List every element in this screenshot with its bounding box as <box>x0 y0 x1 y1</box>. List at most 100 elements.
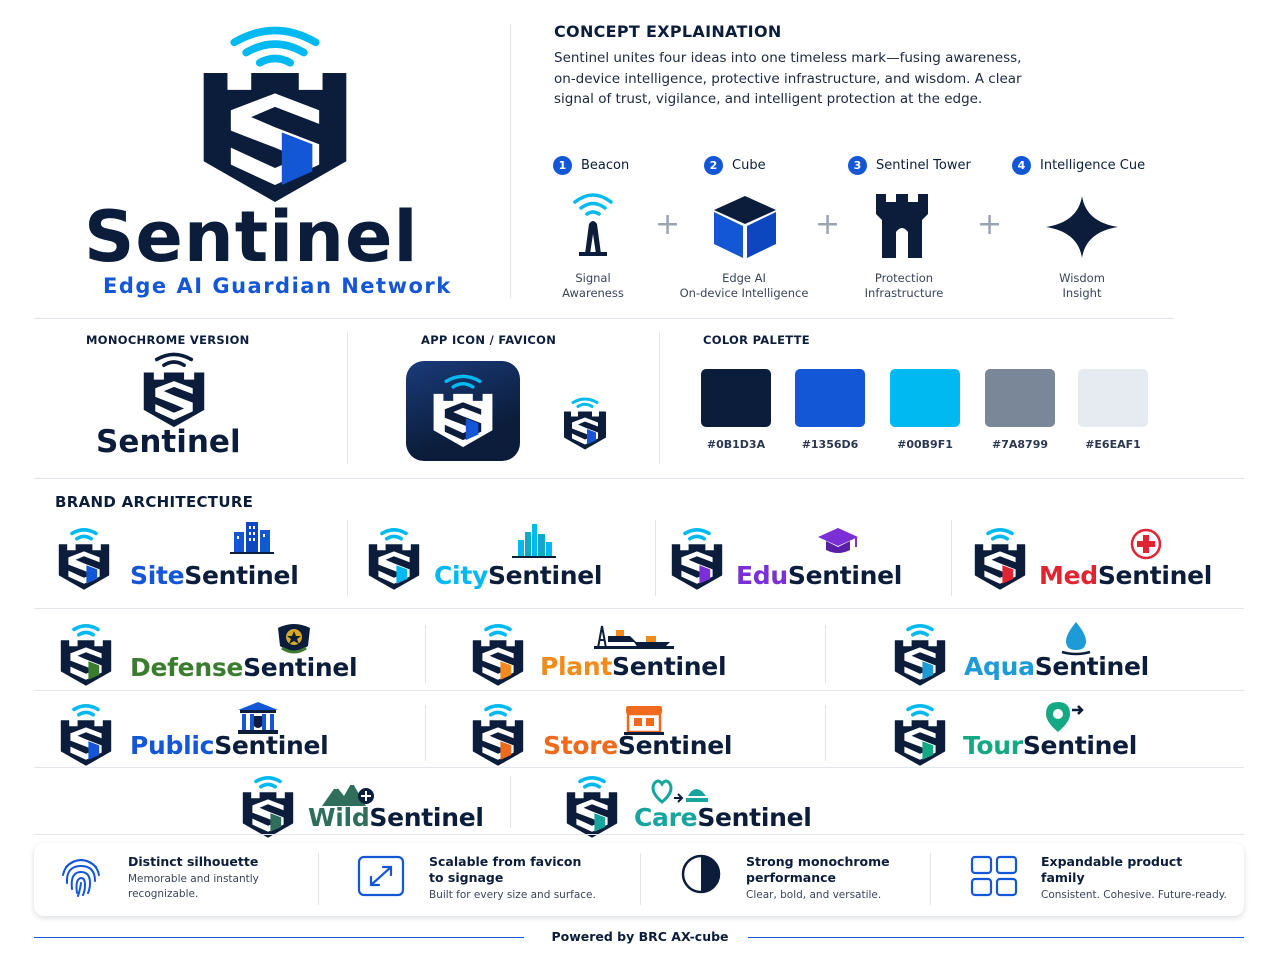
feature-divider <box>930 853 931 905</box>
footer-powered-by: Powered by BRC AX-cube <box>551 929 729 944</box>
favicon-logo-mark <box>564 397 606 450</box>
brand-name: EduSentinel <box>736 561 902 590</box>
medical-cross-icon <box>1130 528 1162 560</box>
app-icon-logo-mark <box>433 374 493 448</box>
brand-logo-mark <box>472 624 524 686</box>
brand-logo-mark <box>894 624 946 686</box>
mountain-icon <box>322 782 374 806</box>
brand-logo-mark <box>60 624 112 686</box>
feature-subtitle-line: Memorable and instantly <box>128 873 259 885</box>
brand-prefix: Med <box>1039 561 1098 590</box>
brand-name: SiteSentinel <box>130 561 299 590</box>
cube-icon <box>714 196 776 258</box>
brand-prefix: Aqua <box>964 652 1035 681</box>
section-divider <box>34 478 1244 479</box>
app-icon-label: APP ICON / FAVICON <box>421 333 557 347</box>
feature-title-line: Distinct silhouette <box>128 854 259 869</box>
brand-name: AquaSentinel <box>964 652 1149 681</box>
plus-sign: + <box>977 207 1003 242</box>
section-divider <box>34 318 1174 319</box>
sentinel-logo-mark <box>203 26 347 202</box>
hero-tagline: Edge AI Guardian Network <box>103 274 452 298</box>
hex-label: #1356D6 <box>801 438 859 451</box>
hex-label: #0B1D3A <box>706 438 766 451</box>
brand-logo-mark <box>566 776 618 838</box>
section-divider <box>659 332 660 464</box>
brand-logo-mark <box>242 776 294 838</box>
step-beacon: 1 Beacon <box>553 156 629 175</box>
concept-body: Sentinel unites four ideas into one time… <box>554 50 1022 107</box>
col-divider <box>825 625 826 683</box>
monochrome-logo-mark <box>143 352 205 428</box>
military-badge-icon <box>278 624 310 654</box>
contrast-icon <box>681 854 721 894</box>
monochrome-wordmark: Sentinel <box>96 424 241 460</box>
row-divider <box>34 608 1244 609</box>
brand-prefix: Care <box>634 803 698 832</box>
feature-title-line: performance <box>746 870 837 885</box>
government-building-icon <box>238 702 278 734</box>
brand-name: WildSentinel <box>308 803 484 832</box>
brand-name: StoreSentinel <box>543 731 732 760</box>
four-point-star-icon <box>1046 196 1118 258</box>
feature-divider <box>640 853 641 905</box>
concept-title: CONCEPT EXPLAINATION <box>554 22 782 41</box>
hex-label: #E6EAF1 <box>1085 438 1141 451</box>
app-icon <box>406 361 520 461</box>
brand-suffix: Sentinel <box>787 561 903 590</box>
monochrome-label: MONOCHROME VERSION <box>86 333 250 347</box>
step-number: 4 <box>1012 156 1031 175</box>
brand-logo-mark <box>60 704 112 766</box>
brand-logo-mark <box>671 528 723 590</box>
feature-title: Distinct silhouette <box>128 854 258 870</box>
step-label: Intelligence Cue <box>1040 158 1146 173</box>
brand-logo-mark <box>58 528 110 590</box>
caption-line: Insight <box>1062 286 1102 300</box>
col-divider <box>951 520 952 596</box>
brand-prefix: City <box>434 561 488 590</box>
col-divider <box>347 520 348 596</box>
caption-line: Wisdom <box>1059 271 1105 285</box>
caption-line: Protection <box>874 271 934 285</box>
swatch-light <box>1078 369 1148 427</box>
brand-name: CareSentinel <box>634 803 812 832</box>
palette-label: COLOR PALETTE <box>703 333 810 347</box>
brand-name: PlantSentinel <box>540 652 727 681</box>
plant-ship-icon <box>594 625 674 649</box>
feature-subtitle-line: recognizable. <box>128 888 199 900</box>
grid-icon <box>970 855 1018 897</box>
brand-name: TourSentinel <box>963 731 1137 760</box>
brand-suffix: Sentinel <box>617 731 733 760</box>
water-drop-icon <box>1061 622 1091 656</box>
step-number: 1 <box>553 156 572 175</box>
row-divider <box>34 834 1244 835</box>
caption-line: On-device Intelligence <box>679 286 809 300</box>
brand-prefix: Plant <box>540 652 613 681</box>
brand-name: MedSentinel <box>1039 561 1212 590</box>
swatch-blue <box>795 369 865 427</box>
feature-title-line: Scalable from favicon <box>429 854 582 869</box>
brand-suffix: Sentinel <box>214 731 329 760</box>
step-label: Beacon <box>581 158 630 173</box>
footer-line <box>748 937 1244 938</box>
swatch-cyan <box>890 369 960 427</box>
brand-logo-mark <box>974 528 1026 590</box>
row-divider <box>34 690 1244 691</box>
location-pin-icon <box>1046 702 1084 732</box>
col-divider <box>510 776 511 828</box>
feature-divider <box>318 853 319 905</box>
feature-subtitle: Consistent. Cohesive. Future-ready. <box>1041 889 1227 901</box>
brand-name: DefenseSentinel <box>130 653 358 682</box>
features-panel <box>34 843 1244 916</box>
brand-suffix: Sentinel <box>369 803 484 832</box>
architecture-title: BRAND ARCHITECTURE <box>55 493 254 511</box>
col-divider <box>425 625 426 683</box>
hex-label: #7A8799 <box>992 438 1048 451</box>
caption-line: Infrastructure <box>864 286 944 300</box>
step-number: 2 <box>704 156 723 175</box>
col-divider <box>425 705 426 761</box>
